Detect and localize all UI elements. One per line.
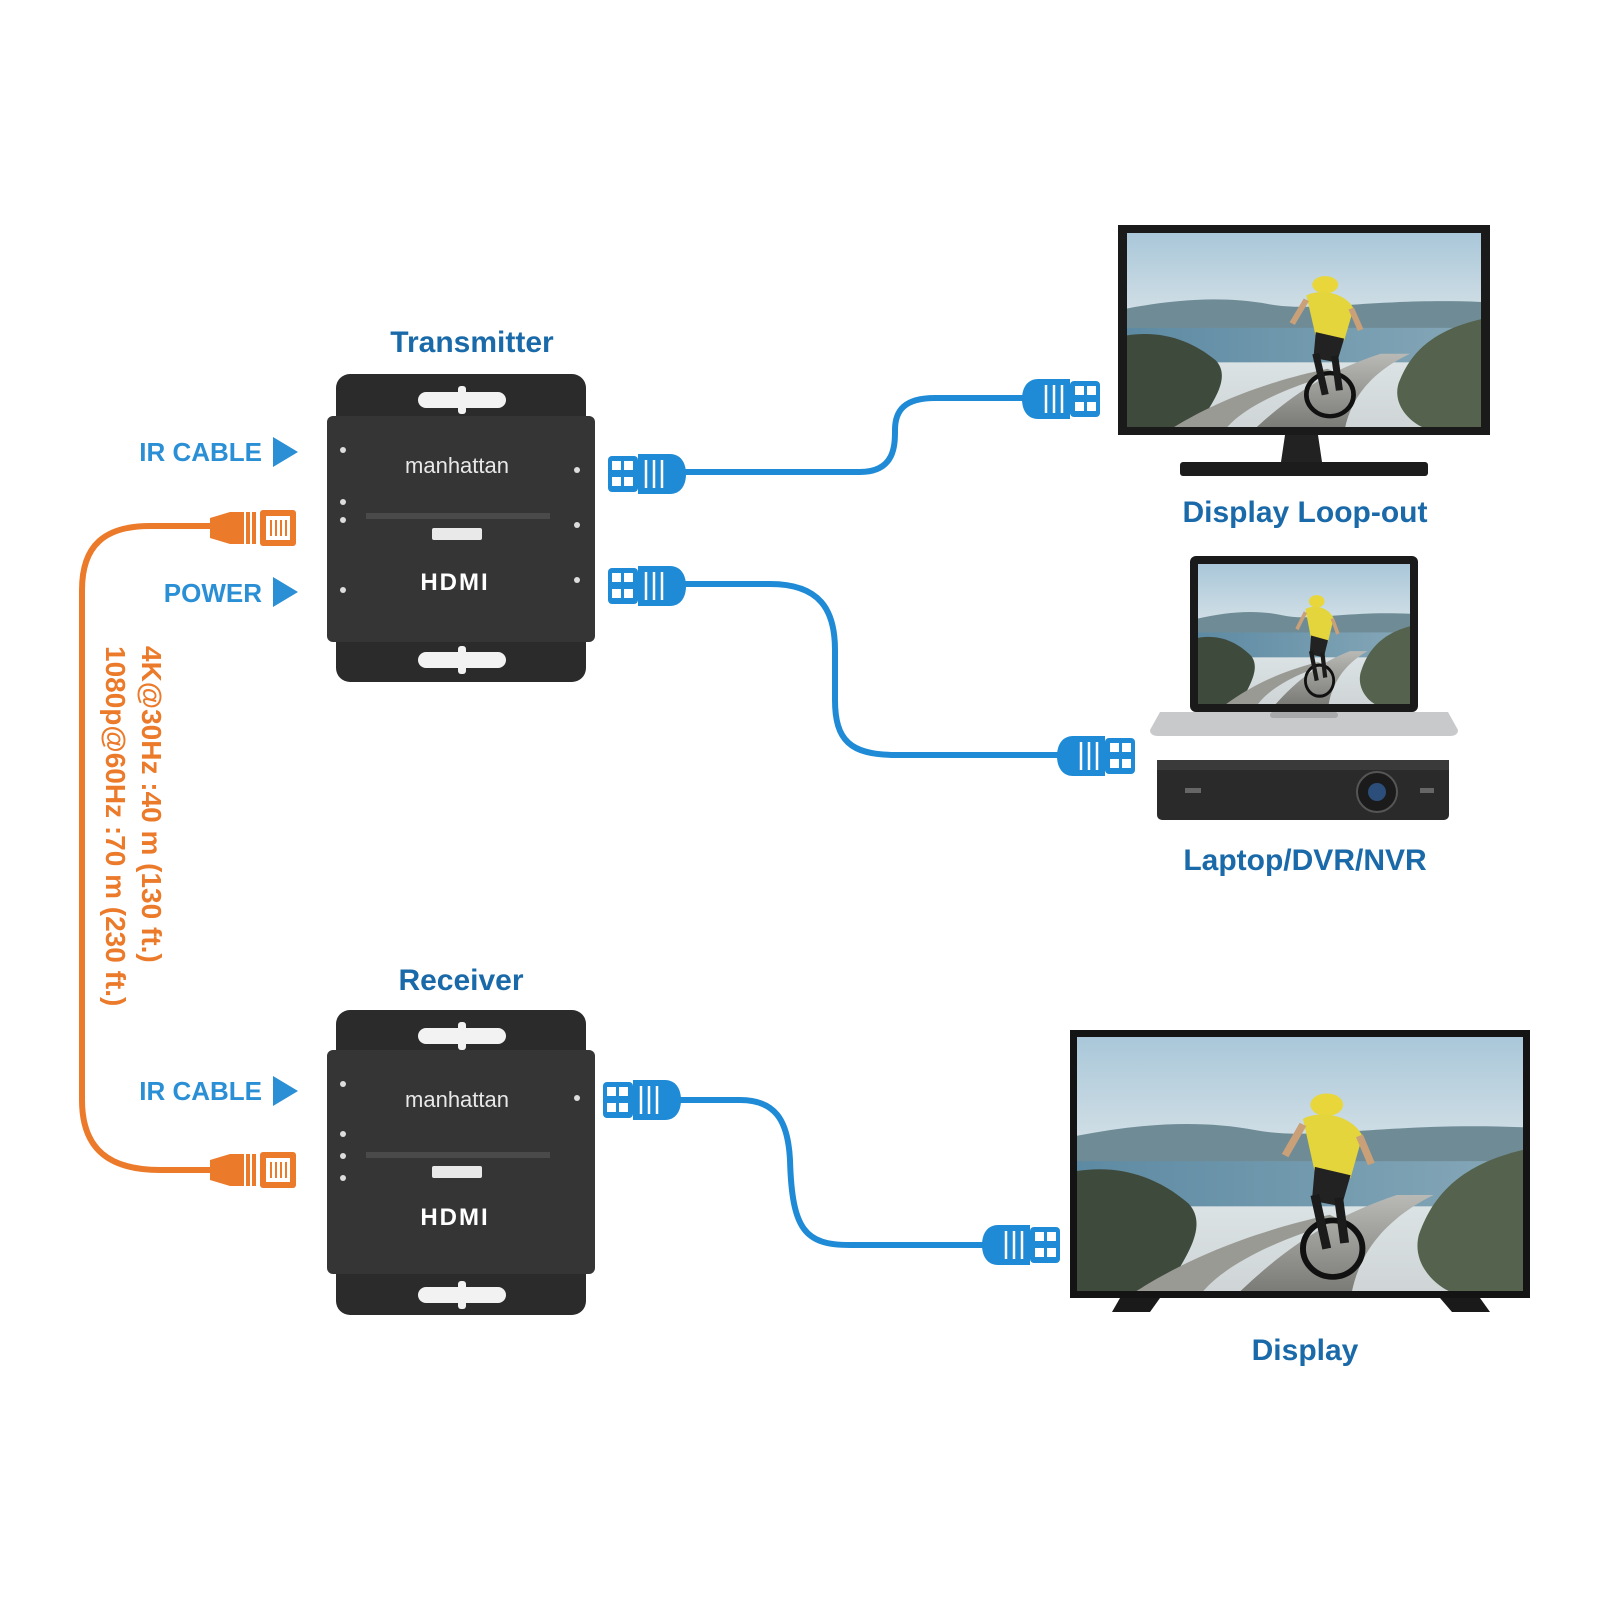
receiver-brand: manhattan [405,1087,509,1112]
cable-spec-line1: 4K@30Hz :40 m (130 ft.) [136,646,167,963]
hdmi-plug-icon [606,564,688,608]
monitor-image [1118,225,1490,476]
ethernet-plug-icon [208,1150,298,1190]
hdmi-cable-source [675,581,1065,758]
transmitter-title: Transmitter [390,326,554,359]
laptop-image [1150,556,1458,736]
hdmi-plug-icon [980,1223,1062,1267]
receiver-hdmi-logo: HDMI [420,1204,489,1231]
ethernet-plug-icon [208,508,298,548]
receiver-ir-label: IR CABLE [139,1076,262,1106]
arrow-right-icon [273,1076,298,1106]
ethernet-cable [79,523,215,1173]
transmitter-ir-label: IR CABLE [139,437,262,467]
hdmi-plug-icon [1055,734,1137,778]
arrow-right-icon [273,577,298,607]
transmitter-brand: manhattan [405,453,509,478]
display-loop-label: Display Loop-out [1183,496,1428,529]
hdmi-plug-icon [606,452,688,496]
receiver-title: Receiver [398,964,523,997]
display-label: Display [1252,1334,1359,1367]
transmitter-hdmi-logo: HDMI [420,569,489,596]
transmitter-unit: manhattan HDMI [327,374,595,682]
hdmi-cable-display [670,1097,990,1248]
tv-image [1070,1030,1530,1312]
cable-spec-line2: 1080p@60Hz :70 m (230 ft.) [100,646,131,1006]
dvr-image [1157,760,1449,820]
hdmi-plug-icon [601,1078,683,1122]
arrow-right-icon [273,437,298,467]
transmitter-power-label: POWER [164,578,262,608]
source-device-label: Laptop/DVR/NVR [1183,844,1427,877]
receiver-unit: manhattan HDMI [327,1010,595,1315]
hdmi-plug-icon [1020,377,1102,421]
hdmi-cable-loop [675,395,1030,475]
